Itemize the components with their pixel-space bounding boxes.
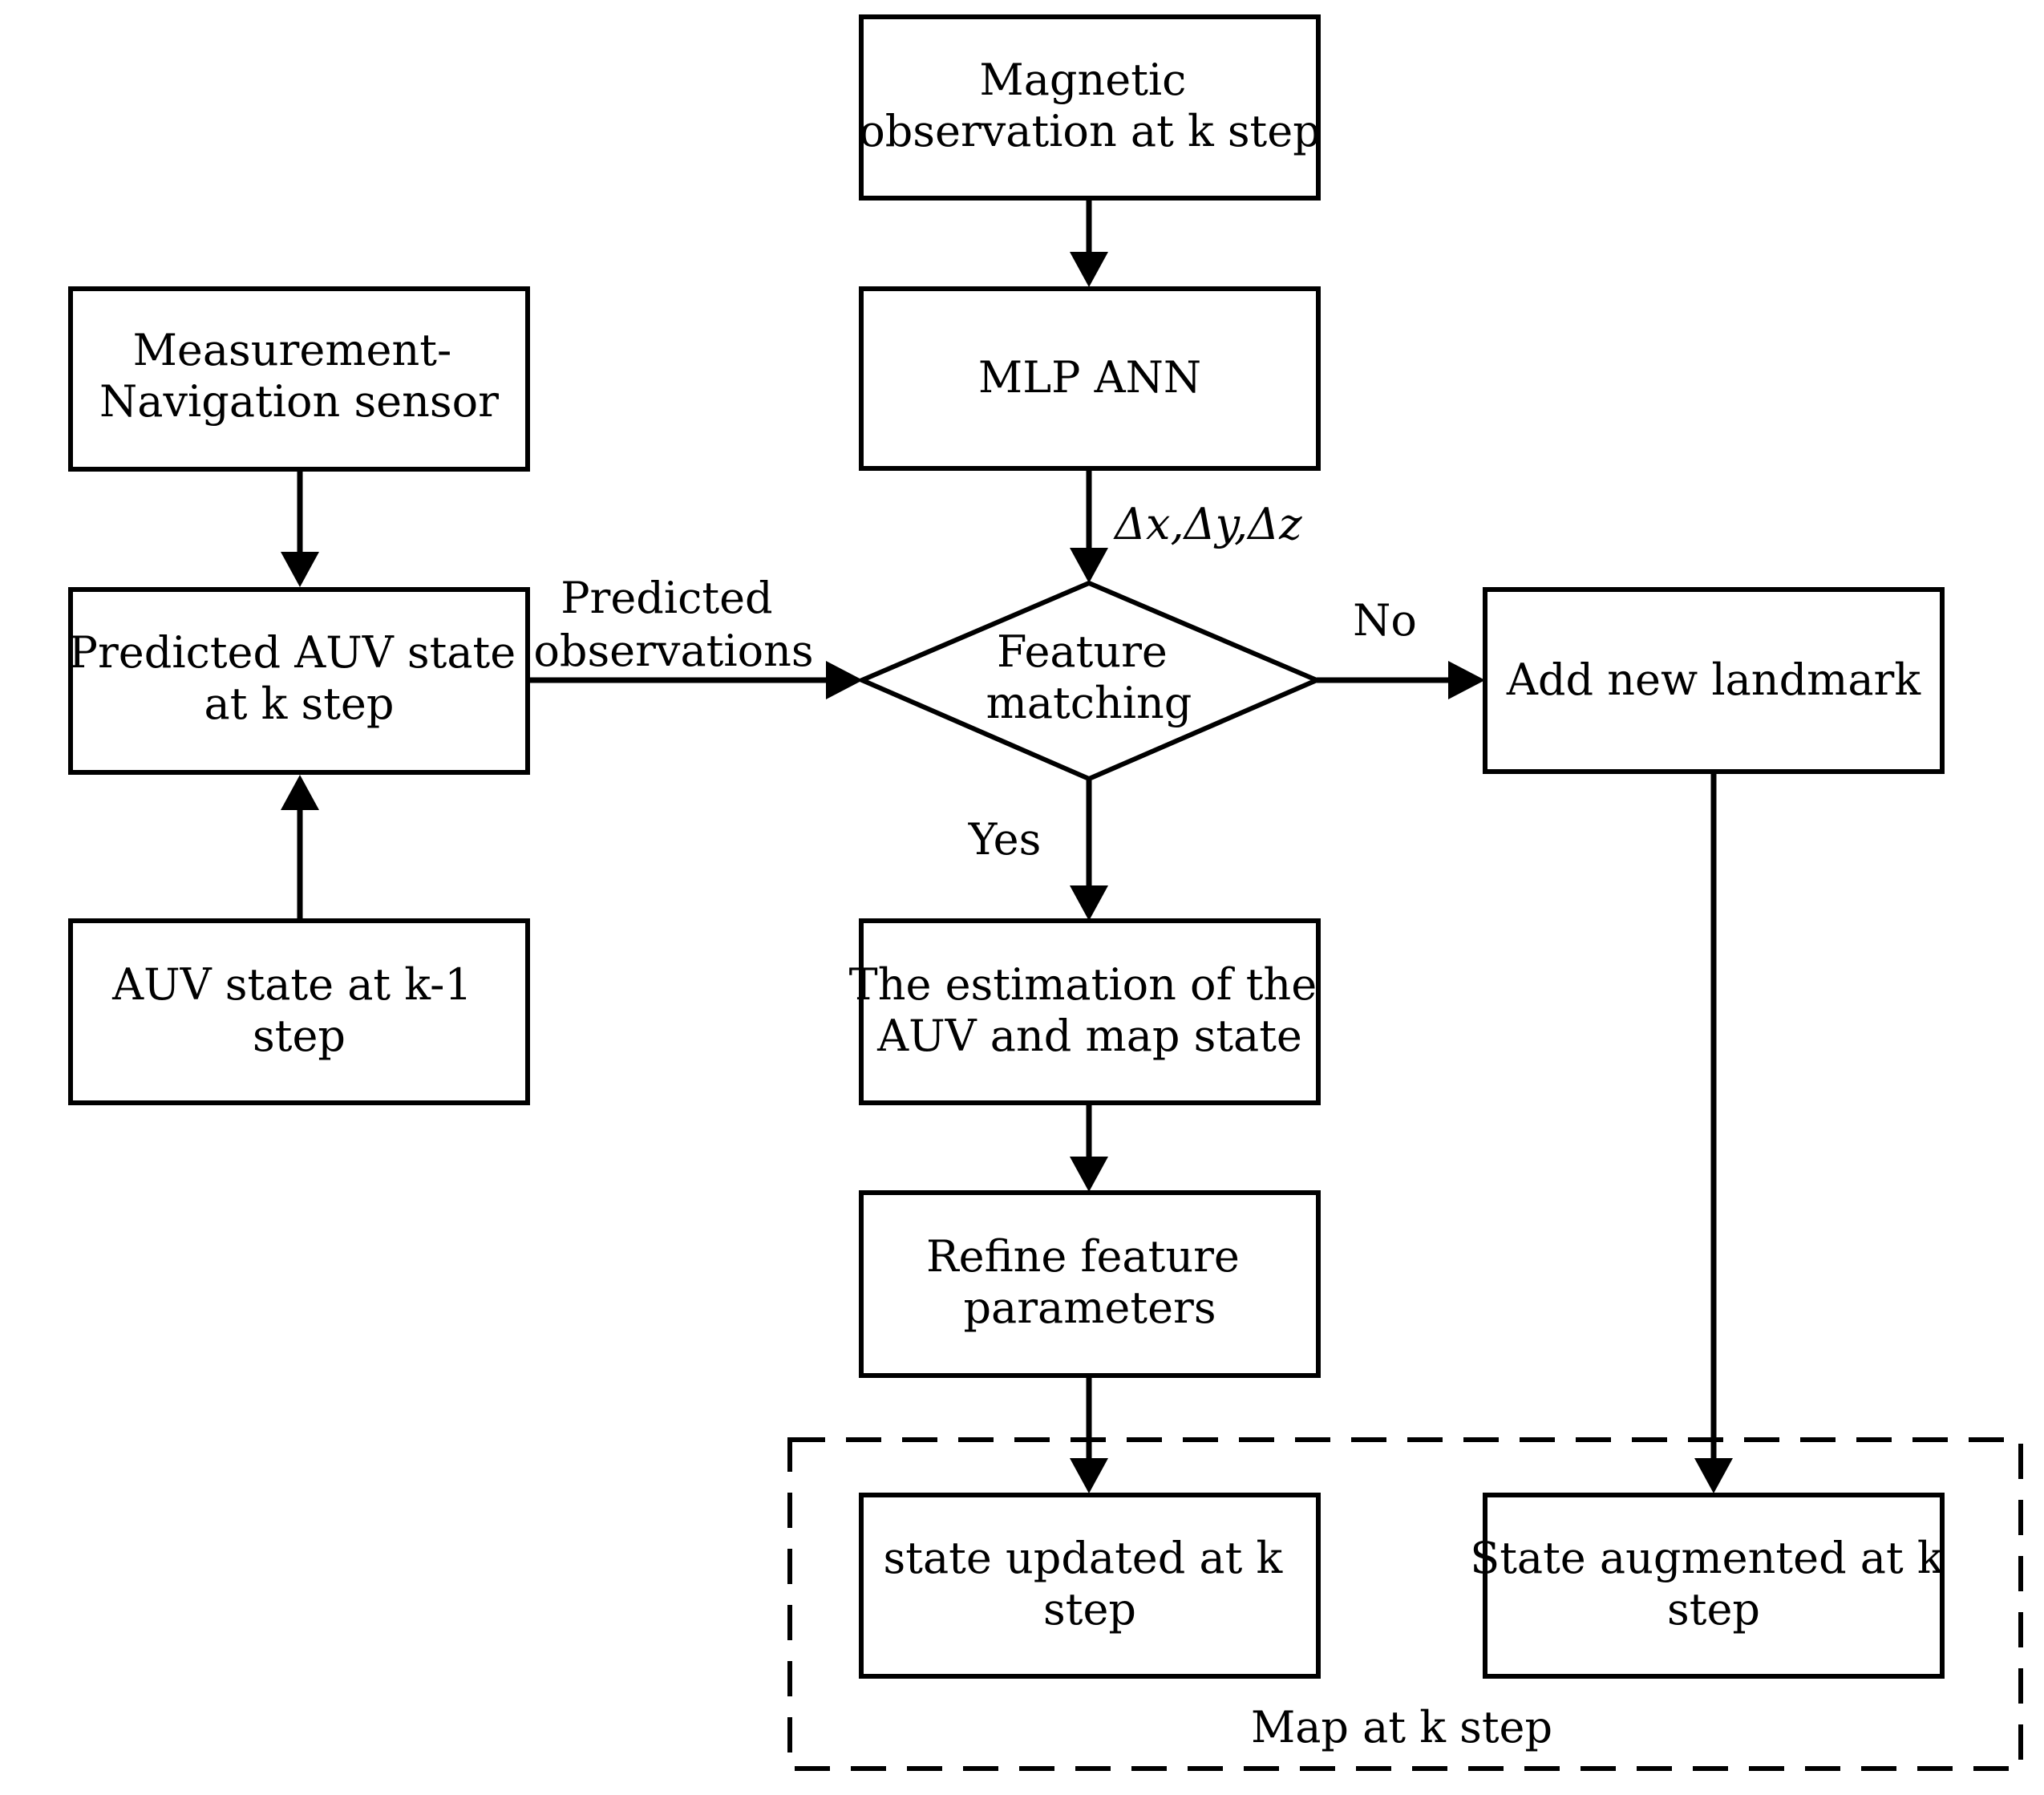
arrowhead-mlp xyxy=(1070,252,1108,287)
state-augmented-label: State augmented at k step xyxy=(1470,1533,1957,1635)
predicted-auv-state-label: Predicted AUV state at k step xyxy=(69,627,530,729)
arrowhead-refine xyxy=(1070,1157,1108,1192)
estimation-label: The estimation of the AUV and map state xyxy=(849,959,1331,1061)
add-new-landmark-label: Add new landmark xyxy=(1506,654,1921,705)
mlp-ann-box xyxy=(859,286,1321,471)
auv-state-prev-box xyxy=(68,918,530,1105)
arrowhead-feature-left xyxy=(826,661,863,699)
mlp-ann-label: MLP ANN xyxy=(978,352,1201,403)
predicted-auv-state-box xyxy=(68,587,530,775)
magnetic-observation-label: Magnetic observation at k step xyxy=(859,55,1321,156)
refine-feature-box xyxy=(859,1190,1321,1378)
arrowhead-landmark xyxy=(1448,661,1485,699)
estimation-box xyxy=(859,918,1321,1105)
delta-label: Δx,Δy,Δz xyxy=(1113,499,1302,549)
auv-state-prev-label: AUV state at k-1 step xyxy=(111,959,486,1061)
arrowhead-predicted-bottom xyxy=(281,775,319,810)
map-group-label: Map at k step xyxy=(1251,1702,1552,1752)
arrowheads xyxy=(281,252,1733,1493)
measurement-sensor-label: Measurement- Navigation sensor xyxy=(99,325,499,427)
refine-feature-label: Refine feature parameters xyxy=(926,1231,1253,1333)
arrowhead-augmented xyxy=(1694,1458,1733,1493)
predicted-observations-label: Predicted observations xyxy=(533,573,813,676)
no-label: No xyxy=(1353,595,1417,646)
yes-label: Yes xyxy=(968,814,1042,865)
feature-matching-decision xyxy=(856,580,1323,782)
arrowhead-predicted-top xyxy=(281,552,319,587)
arrowhead-estimation xyxy=(1070,885,1108,921)
state-augmented-box xyxy=(1483,1493,1945,1679)
state-updated-box xyxy=(859,1493,1321,1679)
feature-matching-label: Feature matching xyxy=(986,626,1192,728)
magnetic-observation-box xyxy=(859,14,1321,201)
arrowhead-feature-top xyxy=(1070,548,1108,583)
measurement-sensor-box xyxy=(68,286,530,472)
connectors xyxy=(297,199,1717,1460)
arrowhead-updated xyxy=(1070,1458,1108,1493)
add-new-landmark-box xyxy=(1483,587,1945,774)
state-updated-label: state updated at k step xyxy=(884,1533,1297,1635)
